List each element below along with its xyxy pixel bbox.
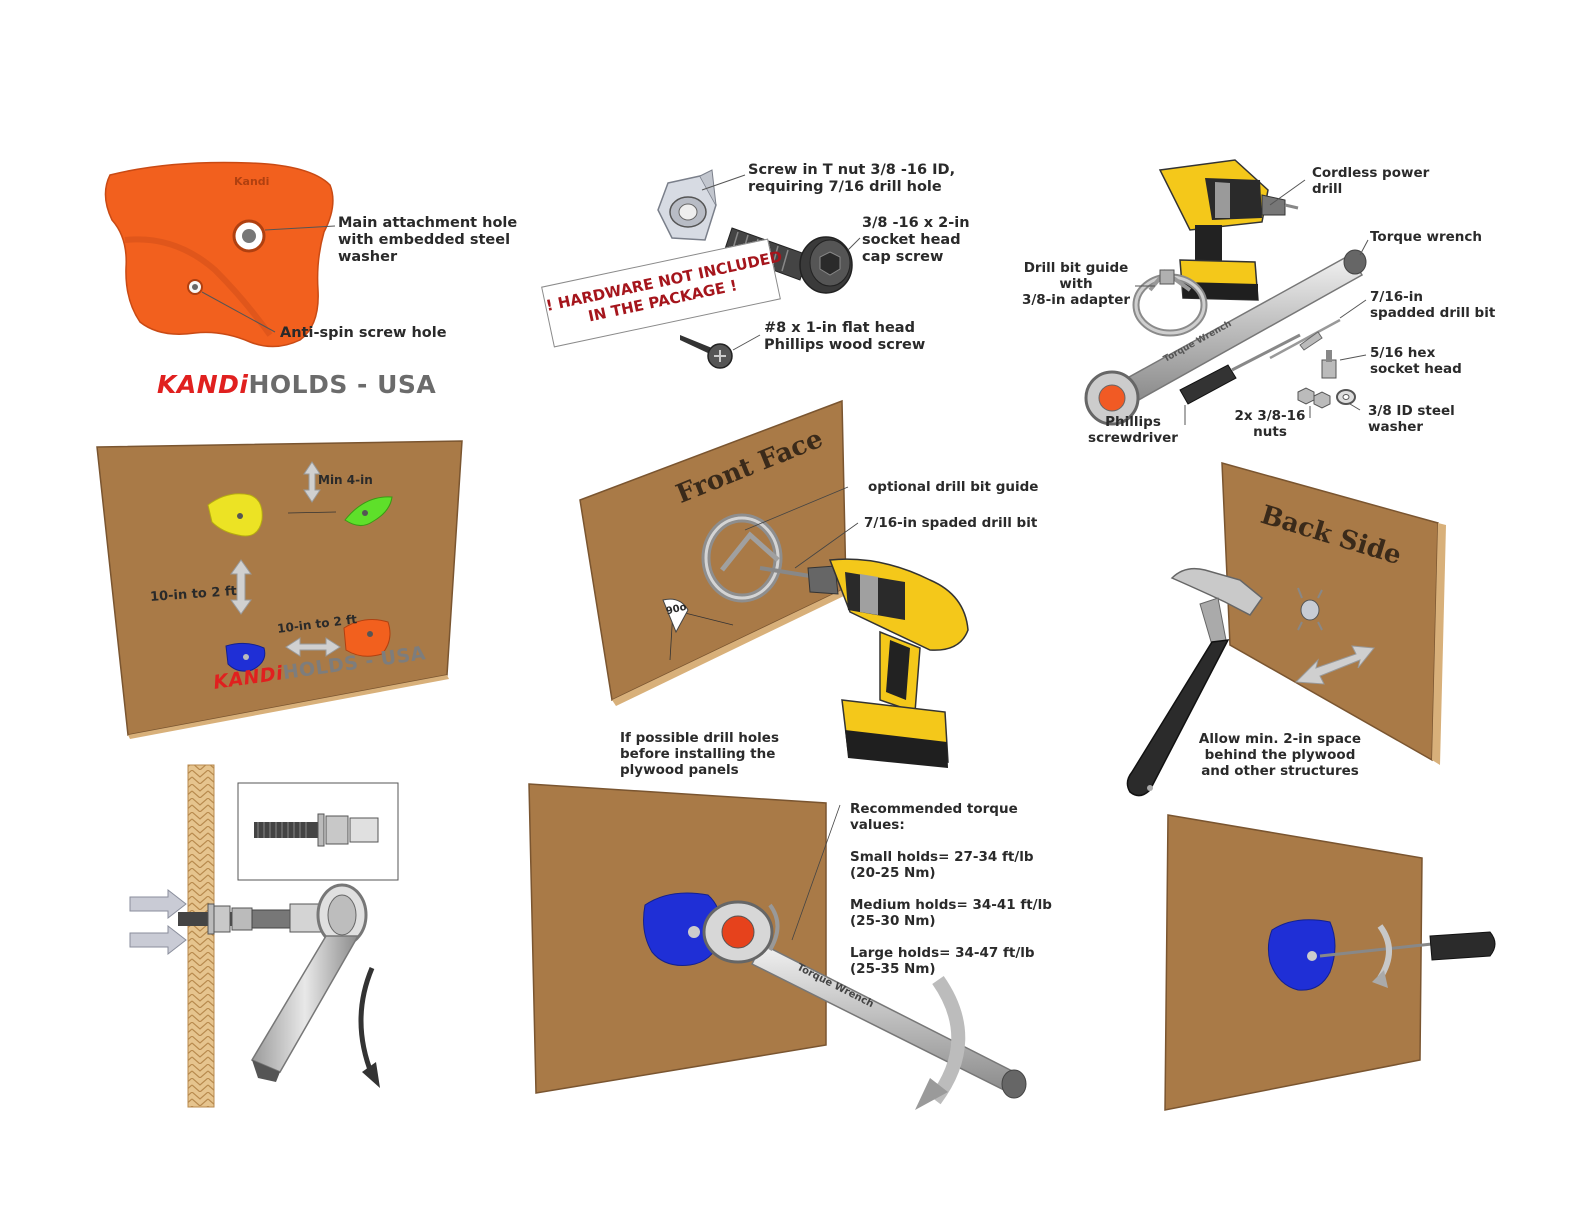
brand-holds-usa: HOLDS - USA <box>248 370 437 399</box>
drill-bit-guide-top <box>1132 269 1208 337</box>
drill-bit-guide-label: Drill bit guide with 3/8-in adapter <box>1021 260 1131 308</box>
orange-hold-illustration <box>104 161 336 348</box>
spaded-drill-bit-label: 7/16-in spaded drill bit <box>864 515 1038 531</box>
torque-wrench-label: Torque wrench <box>1370 229 1482 245</box>
min-spacing-label: Min 4-in <box>318 473 373 487</box>
spade-bit-top <box>1269 299 1367 360</box>
steel-washer-label: 3/8 ID steel washer <box>1368 403 1455 435</box>
recommended-torque-label: Recommended torque values: <box>850 801 1018 833</box>
hold-mark-text: Kandi <box>234 175 270 188</box>
inset-box <box>237 782 399 881</box>
rear-clearance-note: Allow min. 2-in space behind the plywood… <box>1198 731 1362 779</box>
optional-drill-guide-label: optional drill bit guide <box>868 479 1039 495</box>
hex-socket-label: 5/16 hex socket head <box>1370 345 1462 377</box>
large-holds-torque: Large holds= 34-47 ft/lb (25-35 Nm) <box>850 945 1035 977</box>
brand-kandi: KANDi <box>157 370 249 399</box>
plywood-cross-section <box>187 764 215 1108</box>
wood-screw-label: #8 x 1-in flat head Phillips wood screw <box>764 320 926 353</box>
blue-hold-torque <box>643 892 722 966</box>
claw-hammer <box>1126 567 1264 797</box>
anti-spin-screw-hole-label: Anti-spin screw hole <box>280 325 447 341</box>
cordless-drill-front <box>759 558 969 768</box>
blue-hold-screwdriver <box>1267 919 1336 991</box>
ratchet-wrench-section <box>250 883 368 1082</box>
phillips-screwdriver-label: Phillips screwdriver <box>1088 414 1178 446</box>
green-hold <box>344 496 393 526</box>
nuts-and-washer-top <box>1297 387 1361 418</box>
tnut-label: Screw in T nut 3/8 -16 ID, requiring 7/1… <box>748 162 956 195</box>
cap-screw-label: 3/8 -16 x 2-in socket head cap screw <box>862 215 970 265</box>
small-holds-torque: Small holds= 27-34 ft/lb (20-25 Nm) <box>850 849 1034 881</box>
torque-wrench-top <box>1084 239 1369 426</box>
kandiholds-brand: KANDiHOLDS - USA <box>157 370 436 399</box>
spadded-drill-bit-label: 7/16-in spadded drill bit <box>1370 289 1496 321</box>
tnut-illustration <box>657 169 746 241</box>
rotation-arrow-section <box>358 967 380 1088</box>
drill-before-install-note: If possible drill holes before installin… <box>620 730 779 778</box>
nuts-label: 2x 3/8-16 nuts <box>1234 408 1306 440</box>
yellow-hold <box>207 493 263 537</box>
main-attachment-hole-label: Main attachment hole with embedded steel… <box>338 215 518 265</box>
spacing-arrows <box>230 461 341 657</box>
blue-hold <box>225 642 266 672</box>
drill-guide-front <box>701 486 859 603</box>
tnut-back <box>1297 587 1323 631</box>
wood-screw-illustration <box>680 334 761 369</box>
cordless-drill-label: Cordless power drill <box>1312 165 1430 197</box>
section-arrows <box>129 888 187 956</box>
rotation-arrow-torque <box>915 975 966 1110</box>
phillips-screwdriver-top <box>1179 333 1301 425</box>
spacing-arrow-back <box>1294 645 1375 685</box>
angle-marker <box>662 598 734 661</box>
orange-hold-small <box>343 619 391 657</box>
back-side-plywood <box>1221 462 1446 765</box>
medium-holds-torque: Medium holds= 34-41 ft/lb (25-30 Nm) <box>850 897 1052 929</box>
phillips-screwdriver-board <box>1319 924 1496 988</box>
hex-socket-top <box>1321 350 1367 379</box>
